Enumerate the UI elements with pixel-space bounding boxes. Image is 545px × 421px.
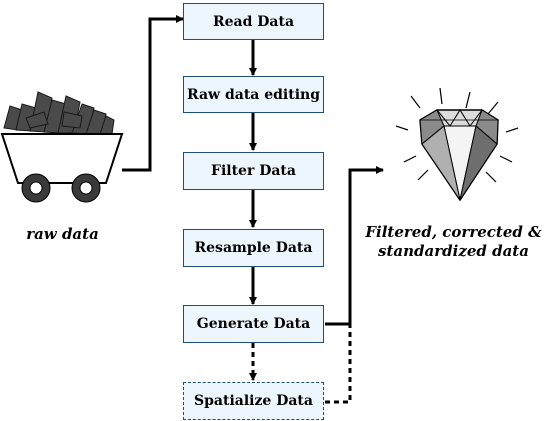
arrow-generate-to-output — [325, 166, 384, 326]
output-caption-line-2: standardized data — [378, 242, 529, 260]
step-spatialize-data: Spatialize Data — [183, 382, 324, 420]
step-label: Filter Data — [211, 163, 296, 179]
step-label: Generate Data — [196, 316, 311, 332]
step-filter-data: Filter Data — [183, 152, 324, 190]
output-caption: Filtered, corrected & standardized data — [362, 223, 545, 261]
step-generate-data: Generate Data — [183, 305, 324, 343]
step-read-data: Read Data — [183, 3, 324, 40]
step-label: Read Data — [212, 13, 295, 30]
input-caption-text: raw data — [26, 225, 99, 243]
step-raw-data-editing: Raw data editing — [183, 76, 324, 113]
step-resample-data: Resample Data — [183, 229, 324, 267]
mine-cart-icon — [0, 91, 124, 203]
step-label: Raw data editing — [187, 86, 320, 103]
arrow-cart-to-read — [122, 15, 184, 172]
step-label: Spatialize Data — [194, 393, 313, 409]
arrow-spatialize-to-output — [325, 324, 352, 404]
input-caption: raw data — [0, 225, 125, 244]
step-label: Resample Data — [194, 240, 313, 256]
output-caption-line-1: Filtered, corrected & — [365, 223, 542, 241]
diamond-icon — [395, 87, 519, 202]
